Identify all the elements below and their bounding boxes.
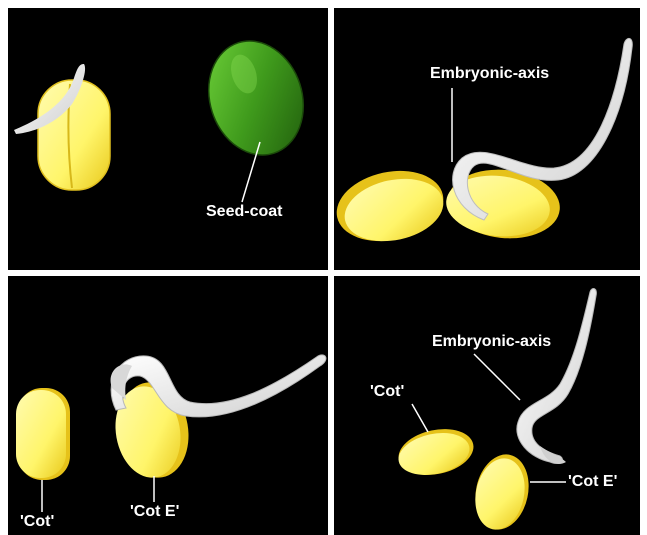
panel-bottom-left: 'Cot' 'Cot E' xyxy=(8,276,328,535)
embryonic-axis-label: Embryonic-axis xyxy=(430,66,549,82)
cot-pointer xyxy=(412,404,428,432)
cot-label: 'Cot' xyxy=(370,384,404,400)
panel-top-left-drawing xyxy=(8,8,328,270)
seed-coat-label: Seed-coat xyxy=(206,204,282,220)
panel-top-right-drawing xyxy=(334,8,640,270)
panel-bottom-right-drawing xyxy=(334,276,640,535)
cot-e-label: 'Cot E' xyxy=(130,504,179,520)
panel-top-right: Embryonic-axis xyxy=(334,8,640,270)
panel-top-left: Seed-coat xyxy=(8,8,328,270)
cot-label: 'Cot' xyxy=(20,514,54,530)
cotyledon-cot xyxy=(394,423,477,482)
embryonic-axis xyxy=(517,289,597,464)
cotyledon-left xyxy=(334,162,450,251)
embryonic-axis-pointer xyxy=(474,354,520,400)
cotyledon-cot-e xyxy=(469,449,536,534)
panel-bottom-right: Embryonic-axis 'Cot' 'Cot E' xyxy=(334,276,640,535)
seed-coat xyxy=(194,29,317,168)
cot-e-label: 'Cot E' xyxy=(568,474,617,490)
embryonic-axis-label: Embryonic-axis xyxy=(432,334,551,350)
cotyledon-cot xyxy=(16,388,70,480)
panel-bottom-left-drawing xyxy=(8,276,328,535)
